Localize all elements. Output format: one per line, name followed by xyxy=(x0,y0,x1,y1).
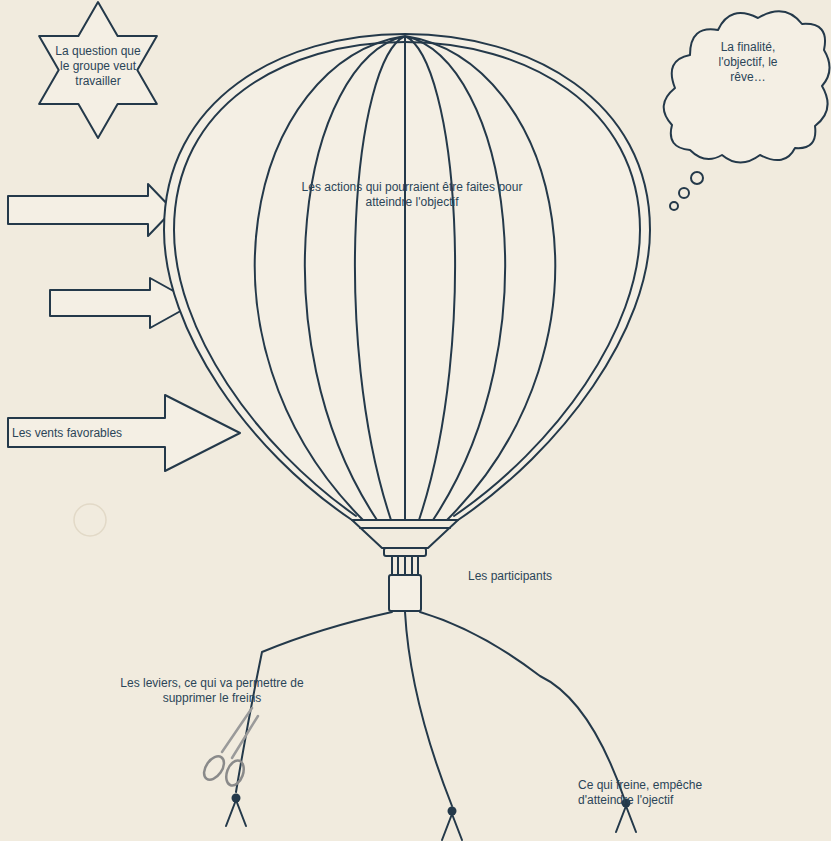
tether-rope xyxy=(420,612,624,798)
node-text: La finalité, l'objectif, le rêve… xyxy=(706,40,790,85)
balloon-envelope-shape xyxy=(164,34,650,520)
brakes-label: Ce qui freine, empêche d'atteindre l'oje… xyxy=(578,778,758,808)
node-text: Les vents favorables xyxy=(12,426,164,441)
balloon-envelope-shape xyxy=(255,36,555,520)
anchor-dot xyxy=(232,794,241,803)
balloon-envelope: Les actions qui pourraient être faites p… xyxy=(163,30,653,525)
stake xyxy=(442,814,462,840)
levers-label: Les leviers, ce qui va permettre de supp… xyxy=(112,676,312,706)
node-text: Les actions qui pourraient être faites p… xyxy=(280,180,544,210)
anchor-dot xyxy=(448,807,457,816)
balloon-envelope-shape xyxy=(174,42,640,516)
thought-bubble xyxy=(670,202,678,210)
balloon-skirt xyxy=(360,527,450,529)
tether-rope xyxy=(405,612,452,806)
wind-arrow xyxy=(8,184,173,236)
thought-bubble xyxy=(691,172,703,184)
thought-bubble xyxy=(679,188,689,198)
basket xyxy=(389,575,421,611)
scissors-handle xyxy=(223,758,247,788)
node-text: La question que le groupe veut travaille… xyxy=(54,44,142,89)
cloud-node: La finalité, l'objectif, le rêve… xyxy=(664,0,831,168)
basket-ropes xyxy=(392,556,418,575)
wind-arrow-node-shape xyxy=(8,395,240,471)
scissors-blade xyxy=(222,708,258,758)
paper-texture xyxy=(74,504,106,536)
participants-label: Les participants xyxy=(468,569,598,584)
star-node-shape xyxy=(39,2,157,138)
scissors-handle xyxy=(200,753,228,783)
balloon-mouth xyxy=(384,548,426,556)
balloon-envelope-outline xyxy=(163,30,653,525)
cloud-node-shape xyxy=(664,11,830,162)
star-node: La question que le groupe veut travaille… xyxy=(28,0,168,140)
stake xyxy=(226,800,246,826)
balloon-skirt xyxy=(352,520,458,548)
wind-arrow-node: Les vents favorables xyxy=(6,393,242,473)
stake xyxy=(616,806,636,832)
